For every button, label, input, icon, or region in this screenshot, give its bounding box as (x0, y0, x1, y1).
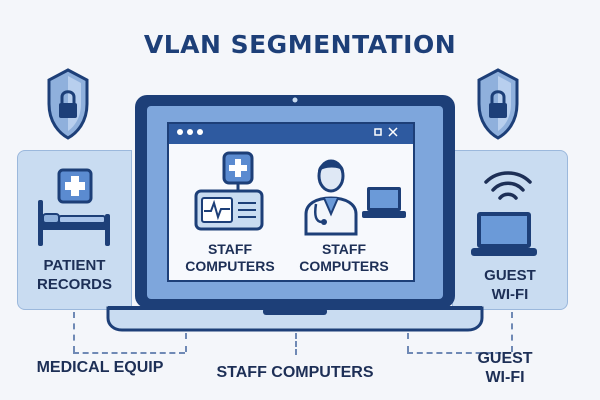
connector-line (295, 333, 297, 355)
staff-computers-label: STAFF COMPUTERS (216, 364, 374, 381)
window-titlebar (169, 124, 413, 144)
wifi-icon (484, 171, 532, 200)
shield-lock-icon (477, 68, 519, 140)
connector-line (407, 333, 409, 352)
medical-equip-label: MEDICAL EQUIP (36, 359, 164, 376)
window-controls (177, 127, 398, 137)
laptop-icon (362, 187, 406, 218)
connector-line (511, 312, 513, 352)
medical-monitor-icon (194, 151, 264, 231)
connector-line (73, 312, 75, 352)
doctor-icon (304, 159, 358, 236)
laptop-icon (471, 212, 537, 256)
connector-line (73, 352, 185, 354)
screen-label-a: STAFF COMPUTERS (185, 241, 275, 274)
hospital-bed-icon (38, 200, 110, 246)
medical-cross-icon (57, 168, 93, 204)
connector-line (185, 333, 187, 352)
patient-records-label: PATIENT RECORDS (36, 257, 112, 293)
shield-lock-icon (47, 68, 89, 140)
guest-wifi-bottom-label: GUEST WI-FI (477, 350, 533, 386)
guest-wifi-label: GUEST WI-FI (484, 267, 536, 303)
connector-line (407, 352, 511, 354)
screen-label-b: STAFF COMPUTERS (299, 241, 389, 274)
diagram-title: VLAN SEGMENTATION (143, 30, 457, 59)
